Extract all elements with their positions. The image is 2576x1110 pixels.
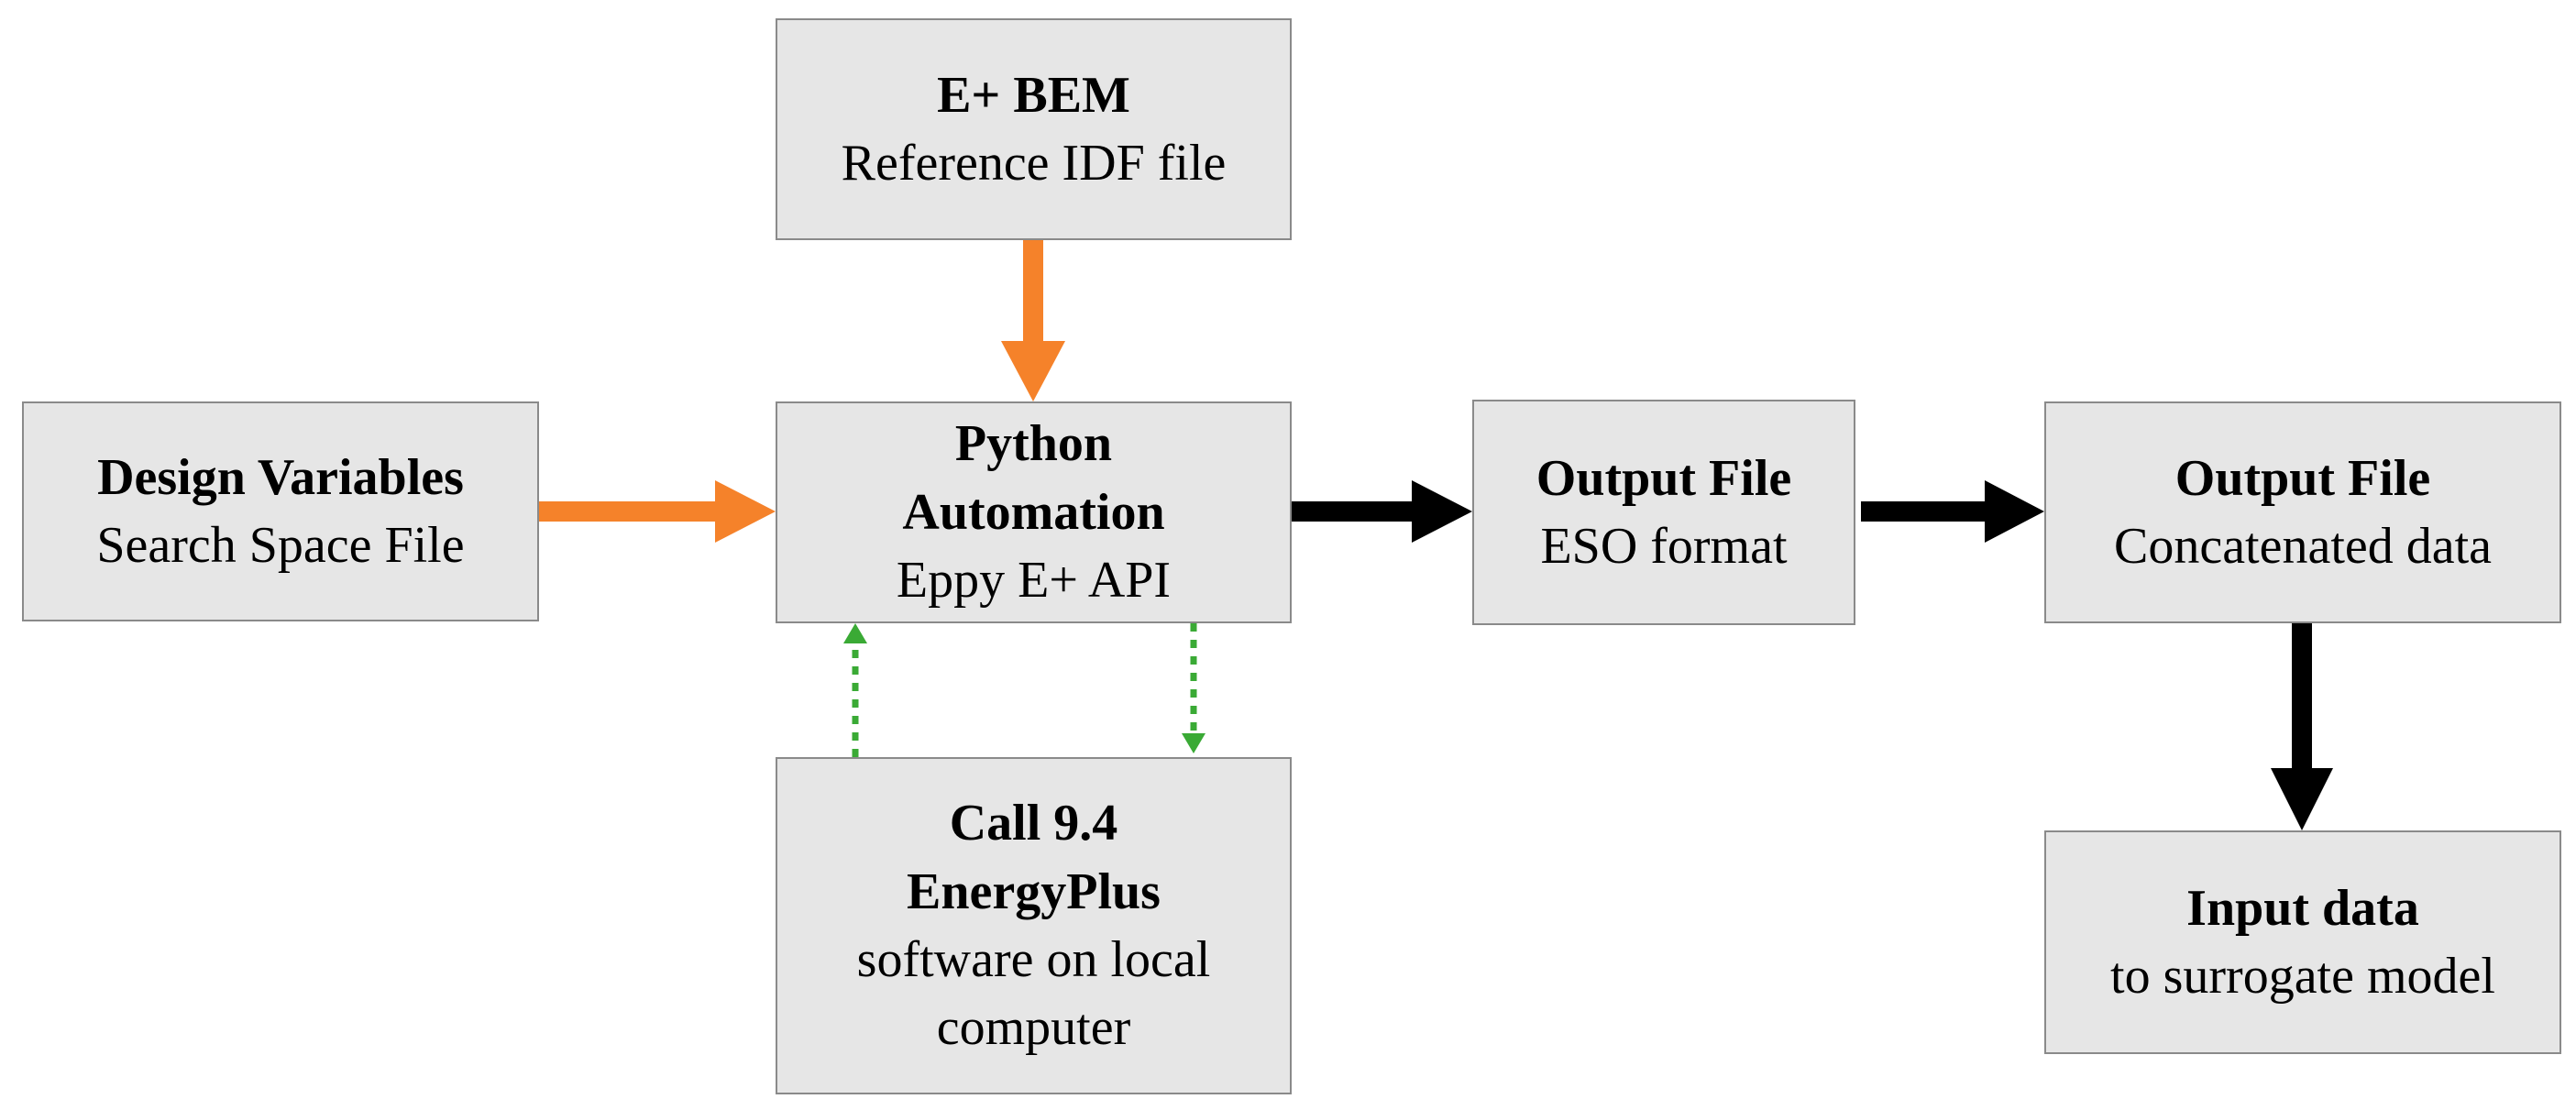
box-design-variables-subtitle: Search Space File [96,517,465,574]
box-eplus-bem: E+ BEM Reference IDF file [776,18,1292,240]
box-design-variables: Design Variables Search Space File [22,401,539,621]
arrow-eso-to-concat [1861,480,2044,543]
box-python-automation-title-line1: Python [954,415,1113,473]
arrow-ebem-to-python [1001,240,1065,401]
arrow-call-to-python [843,623,867,757]
box-python-automation-subtitle: Eppy E+ API [896,552,1172,610]
box-call-energyplus: Call 9.4 EnergyPlus software on local co… [776,757,1292,1094]
box-output-eso-title: Output File [1536,449,1792,507]
box-call-energyplus-subtitle-line2: computer [936,999,1131,1057]
arrow-concat-to-input [2271,623,2333,830]
box-output-eso: Output File ESO format [1472,400,1855,625]
box-call-energyplus-subtitle-line1: software on local [856,931,1211,988]
box-input-data: Input data to surrogate model [2044,830,2561,1054]
box-python-automation-title-line2: Automation [902,483,1165,541]
box-python-automation: Python Automation Eppy E+ API [776,401,1292,623]
box-input-data-subtitle: to surrogate model [2110,948,2495,1005]
box-input-data-title: Input data [2186,879,2419,937]
box-output-concatenated-subtitle: Concatenated data [2113,518,2492,575]
box-design-variables-title: Design Variables [97,448,464,506]
box-call-energyplus-title-line1: Call 9.4 [949,795,1118,852]
box-eplus-bem-title: E+ BEM [937,66,1130,124]
box-output-eso-subtitle: ESO format [1540,518,1788,575]
box-call-energyplus-title-line2: EnergyPlus [907,863,1161,920]
box-output-concatenated-title: Output File [2174,449,2431,507]
arrow-python-to-eso [1292,480,1472,543]
arrow-design-to-python [539,480,776,543]
arrow-python-to-call [1182,623,1205,753]
box-output-concatenated: Output File Concatenated data [2044,401,2561,623]
box-eplus-bem-subtitle: Reference IDF file [841,135,1227,192]
